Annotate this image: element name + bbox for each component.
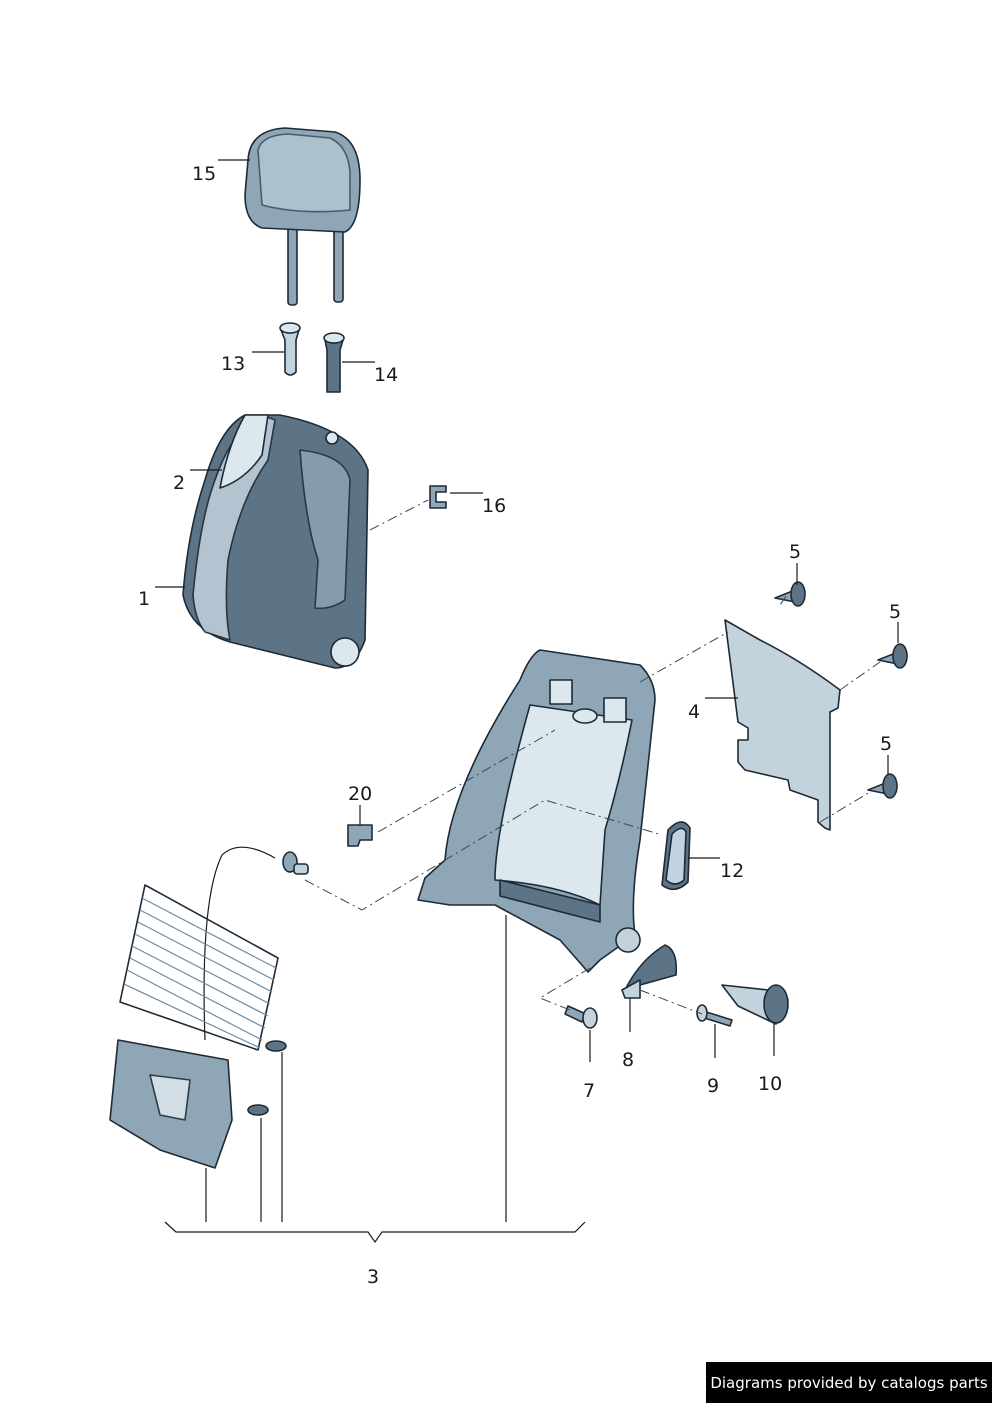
assembly-lines — [304, 499, 881, 1015]
backrest-cover — [182, 414, 369, 669]
label-4: 4 — [688, 701, 700, 723]
screws — [774, 581, 908, 799]
label-20: 20 — [348, 783, 372, 805]
backrest-frame — [417, 649, 656, 973]
leader-lines — [155, 159, 899, 1244]
clip — [429, 485, 447, 509]
label-9: 9 — [707, 1075, 719, 1097]
lumbar-support — [109, 846, 309, 1169]
cap — [347, 824, 373, 847]
label-12: 12 — [720, 860, 744, 882]
headrest-guides — [279, 322, 345, 393]
label-2: 2 — [173, 472, 185, 494]
label-13: 13 — [221, 353, 245, 375]
rear-panel — [724, 619, 841, 831]
label-10: 10 — [758, 1073, 782, 1095]
label-16: 16 — [482, 495, 506, 517]
label-1: 1 — [138, 588, 150, 610]
pin — [696, 1004, 733, 1027]
label-3: 3 — [367, 1266, 379, 1288]
label-14: 14 — [374, 364, 398, 386]
part-labels: 15 13 14 2 1 16 5 5 5 4 20 12 8 7 9 10 3 — [138, 163, 901, 1288]
bolt — [564, 1005, 598, 1029]
knob — [721, 984, 789, 1025]
label-5-middle: 5 — [889, 601, 901, 623]
credit-banner: Diagrams provided by catalogs parts — [706, 1362, 992, 1403]
label-7: 7 — [583, 1080, 595, 1102]
label-5-top: 5 — [789, 541, 801, 563]
headrest — [244, 127, 361, 306]
label-15: 15 — [192, 163, 216, 185]
side-cover — [661, 821, 691, 891]
label-8: 8 — [622, 1049, 634, 1071]
bracket — [621, 944, 678, 999]
label-5-bottom: 5 — [880, 733, 892, 755]
